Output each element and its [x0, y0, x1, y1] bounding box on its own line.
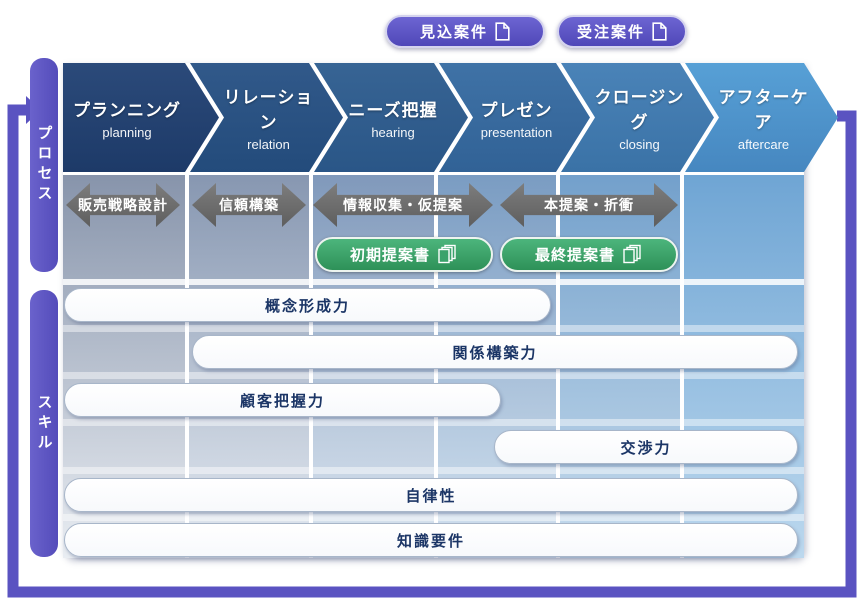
- documents-stack-icon: [437, 244, 458, 265]
- order-deals-button[interactable]: 受注案件: [557, 15, 687, 48]
- row-divider: [63, 325, 804, 332]
- document-icon: [495, 22, 510, 41]
- prospect-deals-label: 見込案件: [419, 24, 488, 41]
- stage-jp-label: プレゼン: [480, 100, 553, 120]
- stage-hearing: ニーズ把握 hearing: [314, 63, 468, 172]
- skill-label: 知識要件: [396, 532, 465, 550]
- skill-concept-formation: 概念形成力: [64, 288, 551, 322]
- stage-jp-label: アフターケア: [718, 88, 809, 132]
- skill-knowledge-requirements: 知識要件: [64, 523, 798, 557]
- stage-en-label: relation: [247, 137, 290, 152]
- skill-label: 自律性: [405, 487, 457, 505]
- document-icon: [652, 22, 667, 41]
- skill-autonomy: 自律性: [64, 478, 798, 512]
- skill-customer-understanding: 顧客把握力: [64, 383, 501, 417]
- process-side-label-text: プロセス: [35, 125, 53, 205]
- process-side-label: プロセス: [30, 58, 58, 272]
- stage-en-label: presentation: [480, 124, 553, 140]
- prospect-deals-button[interactable]: 見込案件: [385, 15, 545, 48]
- row-divider: [63, 372, 804, 379]
- row-divider: [63, 279, 804, 285]
- row-divider: [63, 467, 804, 474]
- stage-planning: プランニング planning: [63, 63, 219, 172]
- stage-jp-label: ニーズ把握: [348, 100, 438, 120]
- deliverable-initial-proposal: 初期提案書: [315, 237, 493, 272]
- skill-label: 顧客把握力: [239, 392, 325, 410]
- skill-side-label-text: スキル: [35, 393, 53, 454]
- activity-label: 販売戦略設計: [78, 197, 168, 213]
- stage-en-label: planning: [102, 124, 152, 140]
- activity-label: 情報収集・仮提案: [343, 197, 463, 213]
- deliverable-label: 最終提案書: [534, 247, 615, 264]
- activity-label: 信頼構築: [219, 197, 279, 213]
- stage-jp-label: リレーション: [223, 88, 314, 132]
- order-deals-label: 受注案件: [576, 24, 645, 41]
- skill-negotiation: 交渉力: [494, 430, 798, 464]
- stage-jp-label: クロージング: [594, 88, 685, 132]
- activity-label: 本提案・折衝: [544, 197, 634, 213]
- stage-en-label: closing: [619, 137, 660, 152]
- skill-label: 概念形成力: [264, 297, 350, 315]
- deliverable-final-proposal: 最終提案書: [500, 237, 678, 272]
- stage-en-label: hearing: [371, 124, 415, 140]
- skill-side-label: スキル: [30, 290, 58, 557]
- row-divider: [63, 514, 804, 521]
- documents-stack-icon: [622, 244, 643, 265]
- stage-en-label: aftercare: [737, 137, 790, 152]
- stage-jp-label: プランニング: [73, 100, 181, 120]
- deliverable-label: 初期提案書: [349, 247, 430, 264]
- skill-label: 交渉力: [620, 439, 672, 457]
- skill-label: 関係構築力: [452, 344, 538, 362]
- row-divider: [63, 419, 804, 426]
- skill-relationship-building: 関係構築力: [192, 335, 798, 369]
